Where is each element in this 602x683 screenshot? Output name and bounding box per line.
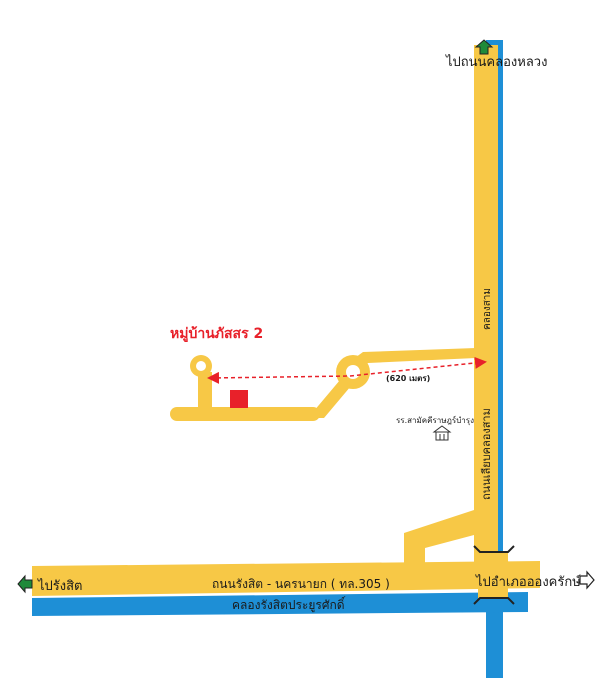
route-arrow [207, 356, 487, 384]
arrow-up-icon [474, 39, 494, 55]
label-school: รร.สามัคคีราษฎร์บำรุง [396, 415, 474, 425]
bridge-rail-bottom [473, 597, 515, 605]
bridge [478, 552, 508, 598]
label-road-along-canal: ถนนเลียบคลองสาม [480, 408, 493, 500]
village-inner-road [198, 372, 212, 416]
label-distance: (620 เมตร) [386, 374, 430, 383]
village-main-road-diagonal [308, 380, 356, 418]
label-to-rangsit: ไปรังสิต [37, 578, 83, 594]
village-main-road [170, 407, 320, 421]
school-building-icon [432, 425, 452, 441]
label-khlong-sam-canal: คลองสาม [482, 288, 493, 330]
label-to-khlong-luang: ไปถนนคลองหลวง [445, 54, 547, 70]
arrow-right-icon [579, 570, 595, 590]
label-rangsit-canal: คลองรังสิตประยูรศักดิ์ [232, 596, 346, 613]
village-end-circle-inner [196, 361, 206, 371]
bridge-rail-top [473, 545, 515, 553]
label-village: หมู่บ้านภัสสร 2 [170, 326, 263, 342]
side-road-connector [404, 510, 474, 566]
label-to-ongkharak: ไปอำเภออองครักษ์ [475, 574, 581, 590]
village-marker [230, 390, 248, 408]
arrow-left-icon [17, 574, 33, 594]
main-road-305 [32, 561, 540, 596]
village-access-road [352, 348, 476, 370]
label-main-road: ถนนรังสิต - นครนายก ( ทล.305 ) [212, 577, 390, 591]
rangsit-canal [32, 592, 528, 616]
khlong-sam-road [474, 45, 498, 565]
roundabout-inner [346, 365, 360, 379]
